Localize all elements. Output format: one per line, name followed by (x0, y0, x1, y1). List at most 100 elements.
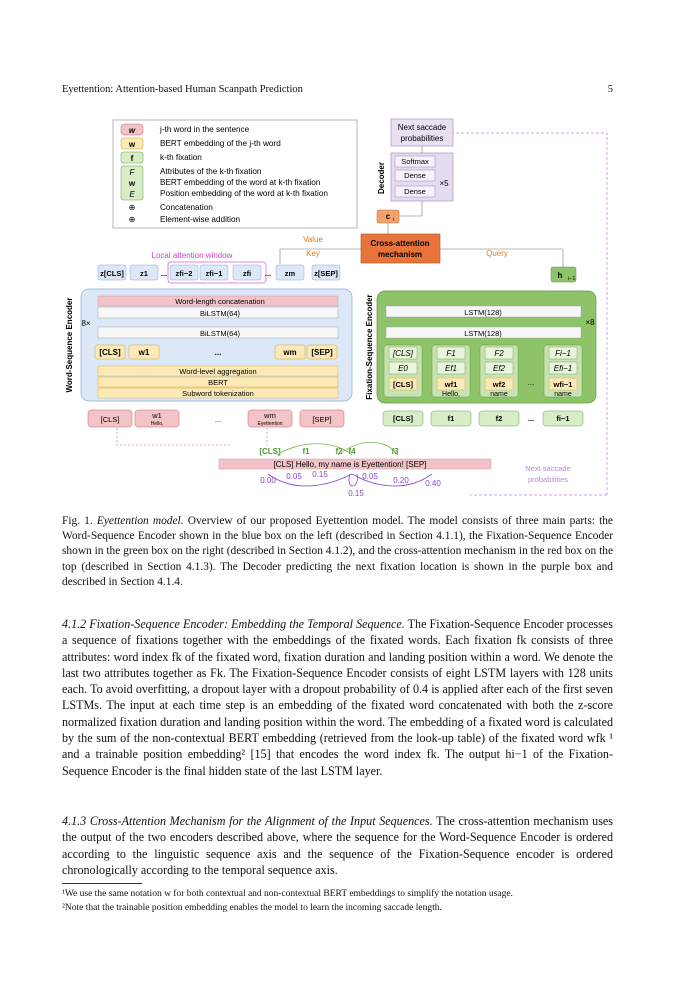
word-input-label: w1 (151, 411, 162, 420)
fixation-word-text: name (554, 391, 572, 398)
local-window-box (167, 261, 267, 284)
dense-label-1: Dense (404, 171, 426, 180)
word-input-sub: Eyettention (257, 421, 282, 427)
bilstm-times: 8× (81, 319, 90, 328)
fixation-input-label: f2 (496, 414, 503, 423)
fixation-input-box (430, 410, 472, 427)
word-input-box (134, 409, 180, 428)
eyettention-figure: w w f F w E ⊕ ⊕ j-th word in the sentenc… (65, 118, 608, 498)
z-box (232, 264, 262, 281)
section-4-1-3: 4.1.3 Cross-Attention Mechanism for the … (62, 813, 613, 878)
legend-text-2: BERT embedding of the j-th word (160, 139, 281, 148)
z-box (97, 264, 127, 281)
z-box (199, 264, 229, 281)
fixation-word-text: name (490, 391, 508, 398)
svg-text:F: F (130, 168, 136, 177)
decoder-label: Decoder (377, 162, 386, 194)
softmax-label: Softmax (401, 157, 429, 166)
z-label: z[SEP] (314, 269, 338, 278)
fixation-ellipsis: ... (528, 378, 535, 387)
legend-box (112, 119, 358, 229)
footnote-rule (62, 883, 142, 884)
word-length-concat: Word-length concatenation (175, 297, 265, 306)
probability-value: 0.40 (425, 479, 441, 488)
fixation-word-text: Hello, (442, 391, 460, 398)
token-box (274, 344, 306, 360)
query-label: Query (486, 249, 508, 258)
z-label: ... (161, 269, 167, 278)
word-level-aggregation: Word-level aggregation (179, 367, 256, 376)
svg-text:E: E (129, 190, 135, 199)
page-number: 5 (607, 84, 613, 95)
svg-text:w: w (128, 179, 136, 188)
next-saccade-label-1: Next saccade (398, 123, 447, 132)
fixation-pos-label: Efi−1 (554, 364, 572, 373)
word-encoder-title: Word-Sequence Encoder (65, 298, 74, 393)
next-saccade-bottom-2: probabilities (528, 475, 568, 484)
fixation-word-label: wf1 (444, 380, 458, 389)
word-input-label: ... (215, 415, 221, 424)
legend-text-1: j-th word in the sentence (159, 125, 250, 134)
scanpath-fixation: [CLS] (259, 447, 281, 456)
word-input-row: [CLS]w1...wm[SEP]Hello,Eyettention (87, 409, 345, 428)
word-input-box (87, 409, 133, 428)
cross-attention-label-2: mechanism (378, 250, 422, 259)
probability-value: 0.15 (348, 489, 364, 498)
lstm-1: LSTM(128) (464, 308, 502, 317)
fixation-input-label: ... (528, 414, 534, 423)
token-label: [CLS] (99, 348, 121, 357)
decoder-times: ×5 (439, 179, 449, 188)
footnote-2: ²Note that the trainable position embedd… (62, 903, 442, 913)
fixation-attr-label: F2 (494, 349, 504, 358)
probability-value: 0.00 (260, 476, 276, 485)
fixation-pos-label: Ef1 (445, 364, 457, 373)
fixation-columns: [CLS]E0[CLS]F1Ef1wf1Hello,F2Ef2wf2nameFi… (383, 344, 583, 398)
fixation-input-label: f1 (448, 414, 455, 423)
word-input-sub: Hello, (151, 421, 164, 427)
legend-text-3: k-th fixation (160, 153, 202, 162)
word-input-box (247, 409, 293, 428)
sentence-bar (218, 458, 492, 470)
probability-value: 0.05 (362, 472, 378, 481)
lstm-times: ×8 (585, 318, 595, 327)
fixation-word-label: wf2 (492, 380, 506, 389)
next-saccade-label-2: probabilities (401, 134, 444, 143)
footnote-1: ¹We use the same notation w for both con… (62, 889, 513, 899)
scanpath-fixation: f4 (348, 447, 356, 456)
caption-title: Eyettention model. (96, 515, 184, 527)
section-4-1-3-text: The cross-attention mechanism uses the o… (62, 814, 614, 877)
fixation-attr-label: Fi−1 (555, 349, 571, 358)
legend-text-4: Attributes of the k-th fixation (160, 167, 262, 176)
caption-label: Fig. 1. (62, 515, 93, 527)
caption-text: Overview of our proposed Eyettention mod… (62, 515, 613, 588)
probability-value: 0.20 (393, 476, 409, 485)
scanpath-sentence: [CLS] Hello, my name is Eyettention! [SE… (274, 460, 427, 469)
key-label: Key (306, 249, 320, 258)
svg-text:⊕: ⊕ (129, 203, 136, 212)
word-input-label: wm (263, 411, 276, 420)
token-box (128, 344, 160, 360)
token-embedding-row: [CLS]w1...wm[SEP] (94, 344, 338, 360)
next-saccade-bottom-1: Next saccade (525, 464, 570, 473)
figure-caption: Fig. 1. Eyettention model. Overview of o… (62, 514, 613, 590)
fixation-pos-label: Ef2 (493, 364, 506, 373)
fixation-input-box (382, 410, 424, 427)
z-label: ... (265, 269, 271, 278)
token-label: ... (215, 348, 222, 357)
z-label: z[CLS] (100, 269, 124, 278)
svg-text:i: i (393, 217, 394, 223)
bert-label: BERT (208, 378, 228, 387)
token-label: wm (282, 348, 296, 357)
running-header: Eyettention: Attention-based Human Scanp… (62, 84, 613, 95)
z-label: zm (285, 269, 296, 278)
z-label: z1 (140, 269, 148, 278)
fixation-attr-label: [CLS] (392, 349, 414, 358)
fixation-input-label: fi−1 (556, 414, 569, 423)
token-box (94, 344, 126, 360)
bilstm-2: BiLSTM(64) (200, 329, 241, 338)
token-box (306, 344, 338, 360)
subword-tokenization: Subword tokenization (182, 389, 254, 398)
